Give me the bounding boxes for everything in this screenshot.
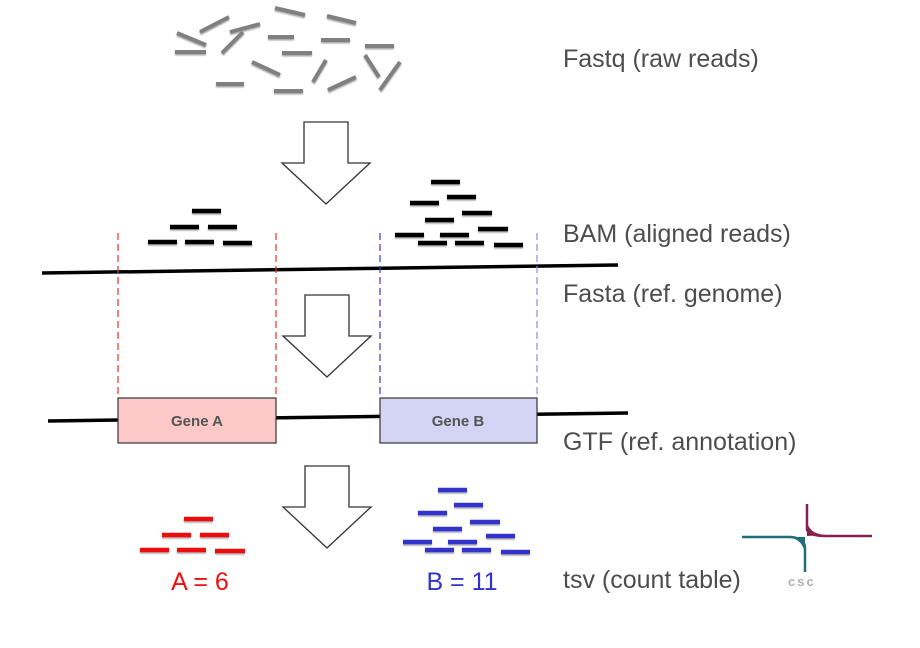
stage-label-fasta: Fasta (ref. genome): [563, 280, 783, 308]
gene-b-count: B = 11: [426, 568, 497, 596]
counted-reads-gene-a: [140, 516, 245, 554]
stage-label-tsv: tsv (count table): [563, 566, 741, 594]
stage-label-fastq: Fastq (raw reads): [563, 45, 759, 73]
csc-logo-text: csc: [788, 574, 816, 589]
aligned-reads-gene-a: [148, 208, 252, 246]
down-arrow-icon: [281, 465, 373, 549]
raw-reads-cluster: [175, 6, 402, 93]
stage-label-bam: BAM (aligned reads): [563, 220, 791, 248]
raw-read: [176, 31, 207, 47]
raw-read: [199, 15, 230, 34]
raw-read: [220, 30, 245, 55]
csc-logo-maroon-fill: [807, 520, 826, 536]
workflow-arrows: [280, 121, 373, 549]
raw-read: [229, 22, 261, 34]
down-arrow-icon: [280, 121, 372, 205]
raw-read: [326, 14, 357, 25]
aligned-reads-gene-b: [395, 179, 523, 248]
counted-reads-gene-b: [403, 487, 530, 555]
csc-logo-teal-fill: [786, 537, 805, 556]
raw-read: [251, 60, 281, 77]
down-arrow-icon: [281, 294, 373, 378]
raw-read: [363, 53, 381, 79]
raw-read: [327, 75, 357, 92]
reference-genome-line: [41, 263, 619, 275]
raw-read: [311, 58, 328, 84]
gene-b-box: [379, 397, 538, 444]
raw-read: [274, 6, 306, 17]
csc-logo-teal-curve: [742, 535, 807, 572]
gene-a-box: [117, 397, 277, 444]
raw-read: [378, 60, 402, 92]
gene-a-label: Gene A: [171, 413, 223, 430]
gene-a-boundaries: [117, 233, 277, 398]
gene-b-label: Gene B: [432, 413, 485, 430]
csc-logo: csc: [742, 504, 872, 589]
gene-a-count: A = 6: [171, 568, 229, 596]
stage-label-gtf: GTF (ref. annotation): [563, 428, 797, 456]
csc-logo-maroon-curve: [805, 504, 872, 538]
gene-b-boundaries: [379, 233, 538, 398]
